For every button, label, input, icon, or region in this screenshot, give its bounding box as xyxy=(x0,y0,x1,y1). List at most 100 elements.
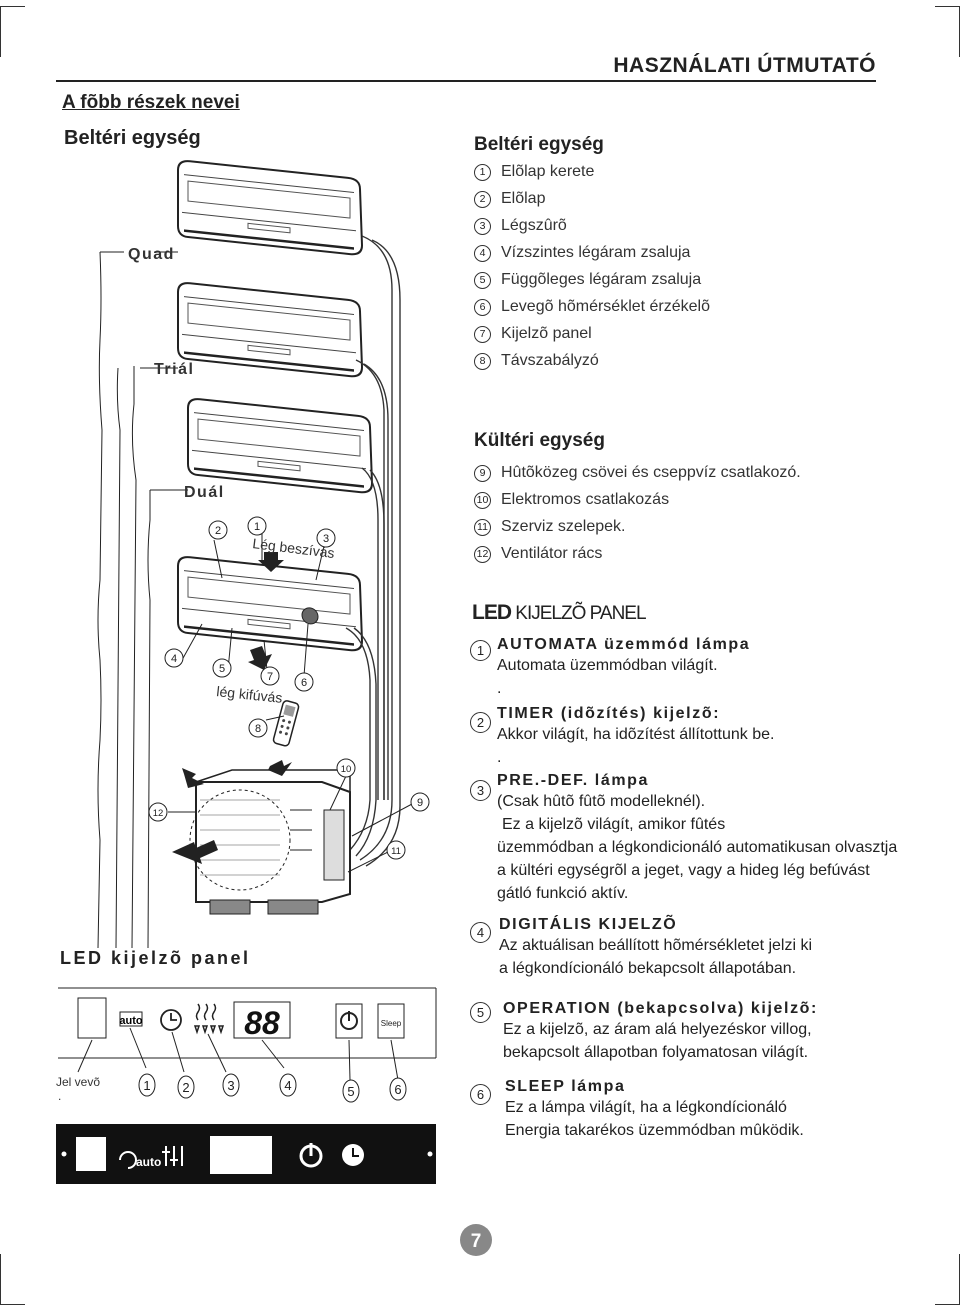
feature-text: Ez a lámpa világít, ha a légkondícionáló xyxy=(505,1099,787,1116)
item-label: Levegõ hõmérséklet érzékelõ xyxy=(501,298,711,315)
item-label: Távszabályzó xyxy=(501,352,599,369)
feature-text: Ez a kijelzõ világít, amikor fûtés xyxy=(502,816,726,833)
callout-4: 4 xyxy=(171,653,177,665)
item-label: Légszûrõ xyxy=(501,217,567,234)
remote-control-drawing xyxy=(272,700,300,747)
callout-9: 9 xyxy=(417,797,423,809)
power-icon-black xyxy=(299,1143,323,1168)
callout-6: 6 xyxy=(301,677,307,689)
indoor-unit-3 xyxy=(186,396,374,495)
feature-text: . xyxy=(497,749,502,766)
callout-12: 12 xyxy=(153,808,164,819)
led-feature: TIMER (idõzítés) kijelzõ: Akkor világít, … xyxy=(497,705,774,769)
outdoor-part-item: 10 Elektromos csatlakozás xyxy=(474,491,669,509)
feature-heading: PRE.-DEF. lámpa xyxy=(497,772,650,789)
item-label: Vízszintes légáram zsaluja xyxy=(501,244,691,261)
feature-number: 1 xyxy=(470,640,491,661)
label-quad: Quad xyxy=(128,246,175,263)
feature-text: bekapcsolt állapotban folyamatosan világ… xyxy=(503,1044,809,1061)
feature-text: Akkor világít, ha idõzítést állítottunk … xyxy=(497,726,775,743)
black-display-panel: auto xyxy=(56,1124,436,1184)
outdoor-part-item: 12 Ventilátor rács xyxy=(474,545,602,563)
item-label: Ventilátor rács xyxy=(501,545,603,562)
feature-number: 5 xyxy=(470,1002,491,1023)
feature-number: 4 xyxy=(470,922,491,943)
indoor-part-item: 6 Levegõ hõmérséklet érzékelõ xyxy=(474,298,710,316)
indoor-part-item: 3 Légszûrõ xyxy=(474,217,567,235)
manual-title: HASZNÁLATI ÚTMUTATÓ xyxy=(613,54,876,77)
feature-heading: AUTOMATA üzemmód lámpa xyxy=(497,636,751,653)
led-title-bold: LED xyxy=(472,601,512,624)
panel-num-3: 3 xyxy=(227,1078,234,1093)
indoor-unit-2 xyxy=(176,280,364,379)
defrost-icon xyxy=(193,1003,225,1035)
item-label: Szerviz szelepek. xyxy=(501,518,626,535)
receiver-window-black xyxy=(76,1137,106,1171)
indoor-part-item: 8 Távszabályzó xyxy=(474,352,599,370)
item-number: 8 xyxy=(474,352,491,370)
item-number: 10 xyxy=(474,491,491,509)
power-icon xyxy=(340,1011,358,1030)
feature-text: gátló funkció aktív. xyxy=(497,885,629,902)
indoor-subheading: Beltéri egység xyxy=(64,127,201,149)
air-out-label: lég kifúvás xyxy=(216,683,283,706)
panel-num-4: 4 xyxy=(284,1078,291,1093)
sleep-indicator xyxy=(377,1003,405,1039)
feature-number: 3 xyxy=(470,780,491,801)
outdoor-part-item: 11 Szerviz szelepek. xyxy=(474,518,626,536)
diagram-callouts xyxy=(148,516,430,860)
sleep-text: Sleep xyxy=(381,1019,402,1028)
item-label: Elektromos csatlakozás xyxy=(501,491,670,508)
led-panel-title: LED kijelzõ panel xyxy=(60,948,251,968)
feature-heading: SLEEP lámpa xyxy=(505,1078,626,1095)
panel-num-5: 5 xyxy=(347,1084,354,1099)
item-number: 7 xyxy=(474,325,491,343)
section-heading: A fõbb részek nevei xyxy=(62,92,240,113)
led-section-title: LED KIJELZÕ PANEL xyxy=(472,601,647,625)
item-number: 11 xyxy=(474,518,491,536)
feature-number: 6 xyxy=(470,1084,491,1105)
led-feature: SLEEP lámpa Ez a lámpa világít, ha a légk… xyxy=(505,1078,804,1142)
panel-num-2: 2 xyxy=(182,1080,189,1095)
receiver-window xyxy=(77,997,107,1039)
panel-num-1: 1 xyxy=(143,1078,150,1093)
outdoor-unit xyxy=(189,769,351,915)
page-number-badge xyxy=(460,1224,492,1256)
item-number: 5 xyxy=(474,271,491,289)
item-label: Elõlap kerete xyxy=(501,163,595,180)
timer-icon xyxy=(160,1009,182,1031)
label-dual: Duál xyxy=(184,484,225,501)
item-label: Függõleges légáram zsaluja xyxy=(501,271,702,288)
fan-icon-black xyxy=(162,1146,183,1166)
feature-number: 2 xyxy=(470,712,491,733)
callout-3: 3 xyxy=(323,533,329,545)
led-title-rest: KIJELZÕ PANEL xyxy=(511,603,646,624)
header-rule xyxy=(56,80,876,82)
panel-num-6: 6 xyxy=(394,1082,401,1097)
feature-heading: OPERATION (bekapcsolva) kijelzõ: xyxy=(503,1000,818,1017)
item-number: 12 xyxy=(474,545,491,563)
item-label: Hûtõközeg csövei és cseppvíz csatlakozó. xyxy=(501,464,801,481)
auto-icon xyxy=(119,1011,143,1027)
crop-mark-top-left xyxy=(0,6,25,57)
feature-heading: TIMER (idõzítés) kijelzõ: xyxy=(497,705,721,722)
item-number: 6 xyxy=(474,298,491,316)
callout-2: 2 xyxy=(215,525,221,537)
receiver-dot: . xyxy=(58,1089,61,1103)
led-feature: PRE.-DEF. lámpa(Csak hûtõ fûtõ modellekn… xyxy=(497,772,897,905)
outdoor-title: Kültéri egység xyxy=(474,430,605,451)
led-display-panel: auto 88 Sleep xyxy=(58,987,437,1059)
auto-text: auto xyxy=(119,1015,143,1027)
feature-text: Energia takarékos üzemmódban mûködik. xyxy=(505,1122,804,1139)
indoor-title: Beltéri egység xyxy=(474,134,604,155)
item-number: 3 xyxy=(474,217,491,235)
indoor-unit-1 xyxy=(176,158,364,257)
